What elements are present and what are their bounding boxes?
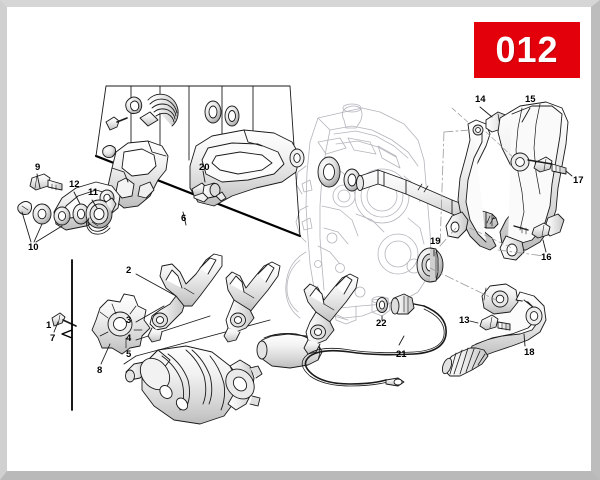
- callout-label-10: 10: [28, 242, 39, 253]
- callout-label-2: 2: [126, 265, 132, 276]
- callout-label-6: 6: [181, 213, 187, 224]
- callout-label-15: 15: [525, 94, 536, 105]
- callout-label-19: 19: [430, 236, 441, 247]
- callout-label-18: 18: [524, 347, 535, 358]
- callout-label-17: 17: [573, 175, 584, 186]
- callout-label-1: 1: [46, 320, 52, 331]
- callout-label-4: 4: [126, 333, 132, 344]
- callout-label-20: 20: [199, 162, 210, 173]
- callout-label-8: 8: [97, 365, 103, 376]
- section-number-badge: 012: [474, 22, 580, 78]
- callout-label-13: 13: [459, 315, 470, 326]
- callout-label-22: 22: [376, 318, 387, 329]
- callout-label-5: 5: [126, 349, 132, 360]
- callout-label-3: 3: [126, 315, 132, 326]
- section-number-text: 012: [495, 29, 559, 70]
- callout-label-11: 11: [88, 187, 99, 198]
- callout-label-9: 9: [35, 162, 41, 173]
- callout-label-16: 16: [541, 252, 552, 263]
- callout-label-12: 12: [69, 179, 80, 190]
- callout-label-7: 7: [50, 333, 56, 344]
- callout-label-14: 14: [475, 94, 486, 105]
- callout-label-21: 21: [396, 349, 407, 360]
